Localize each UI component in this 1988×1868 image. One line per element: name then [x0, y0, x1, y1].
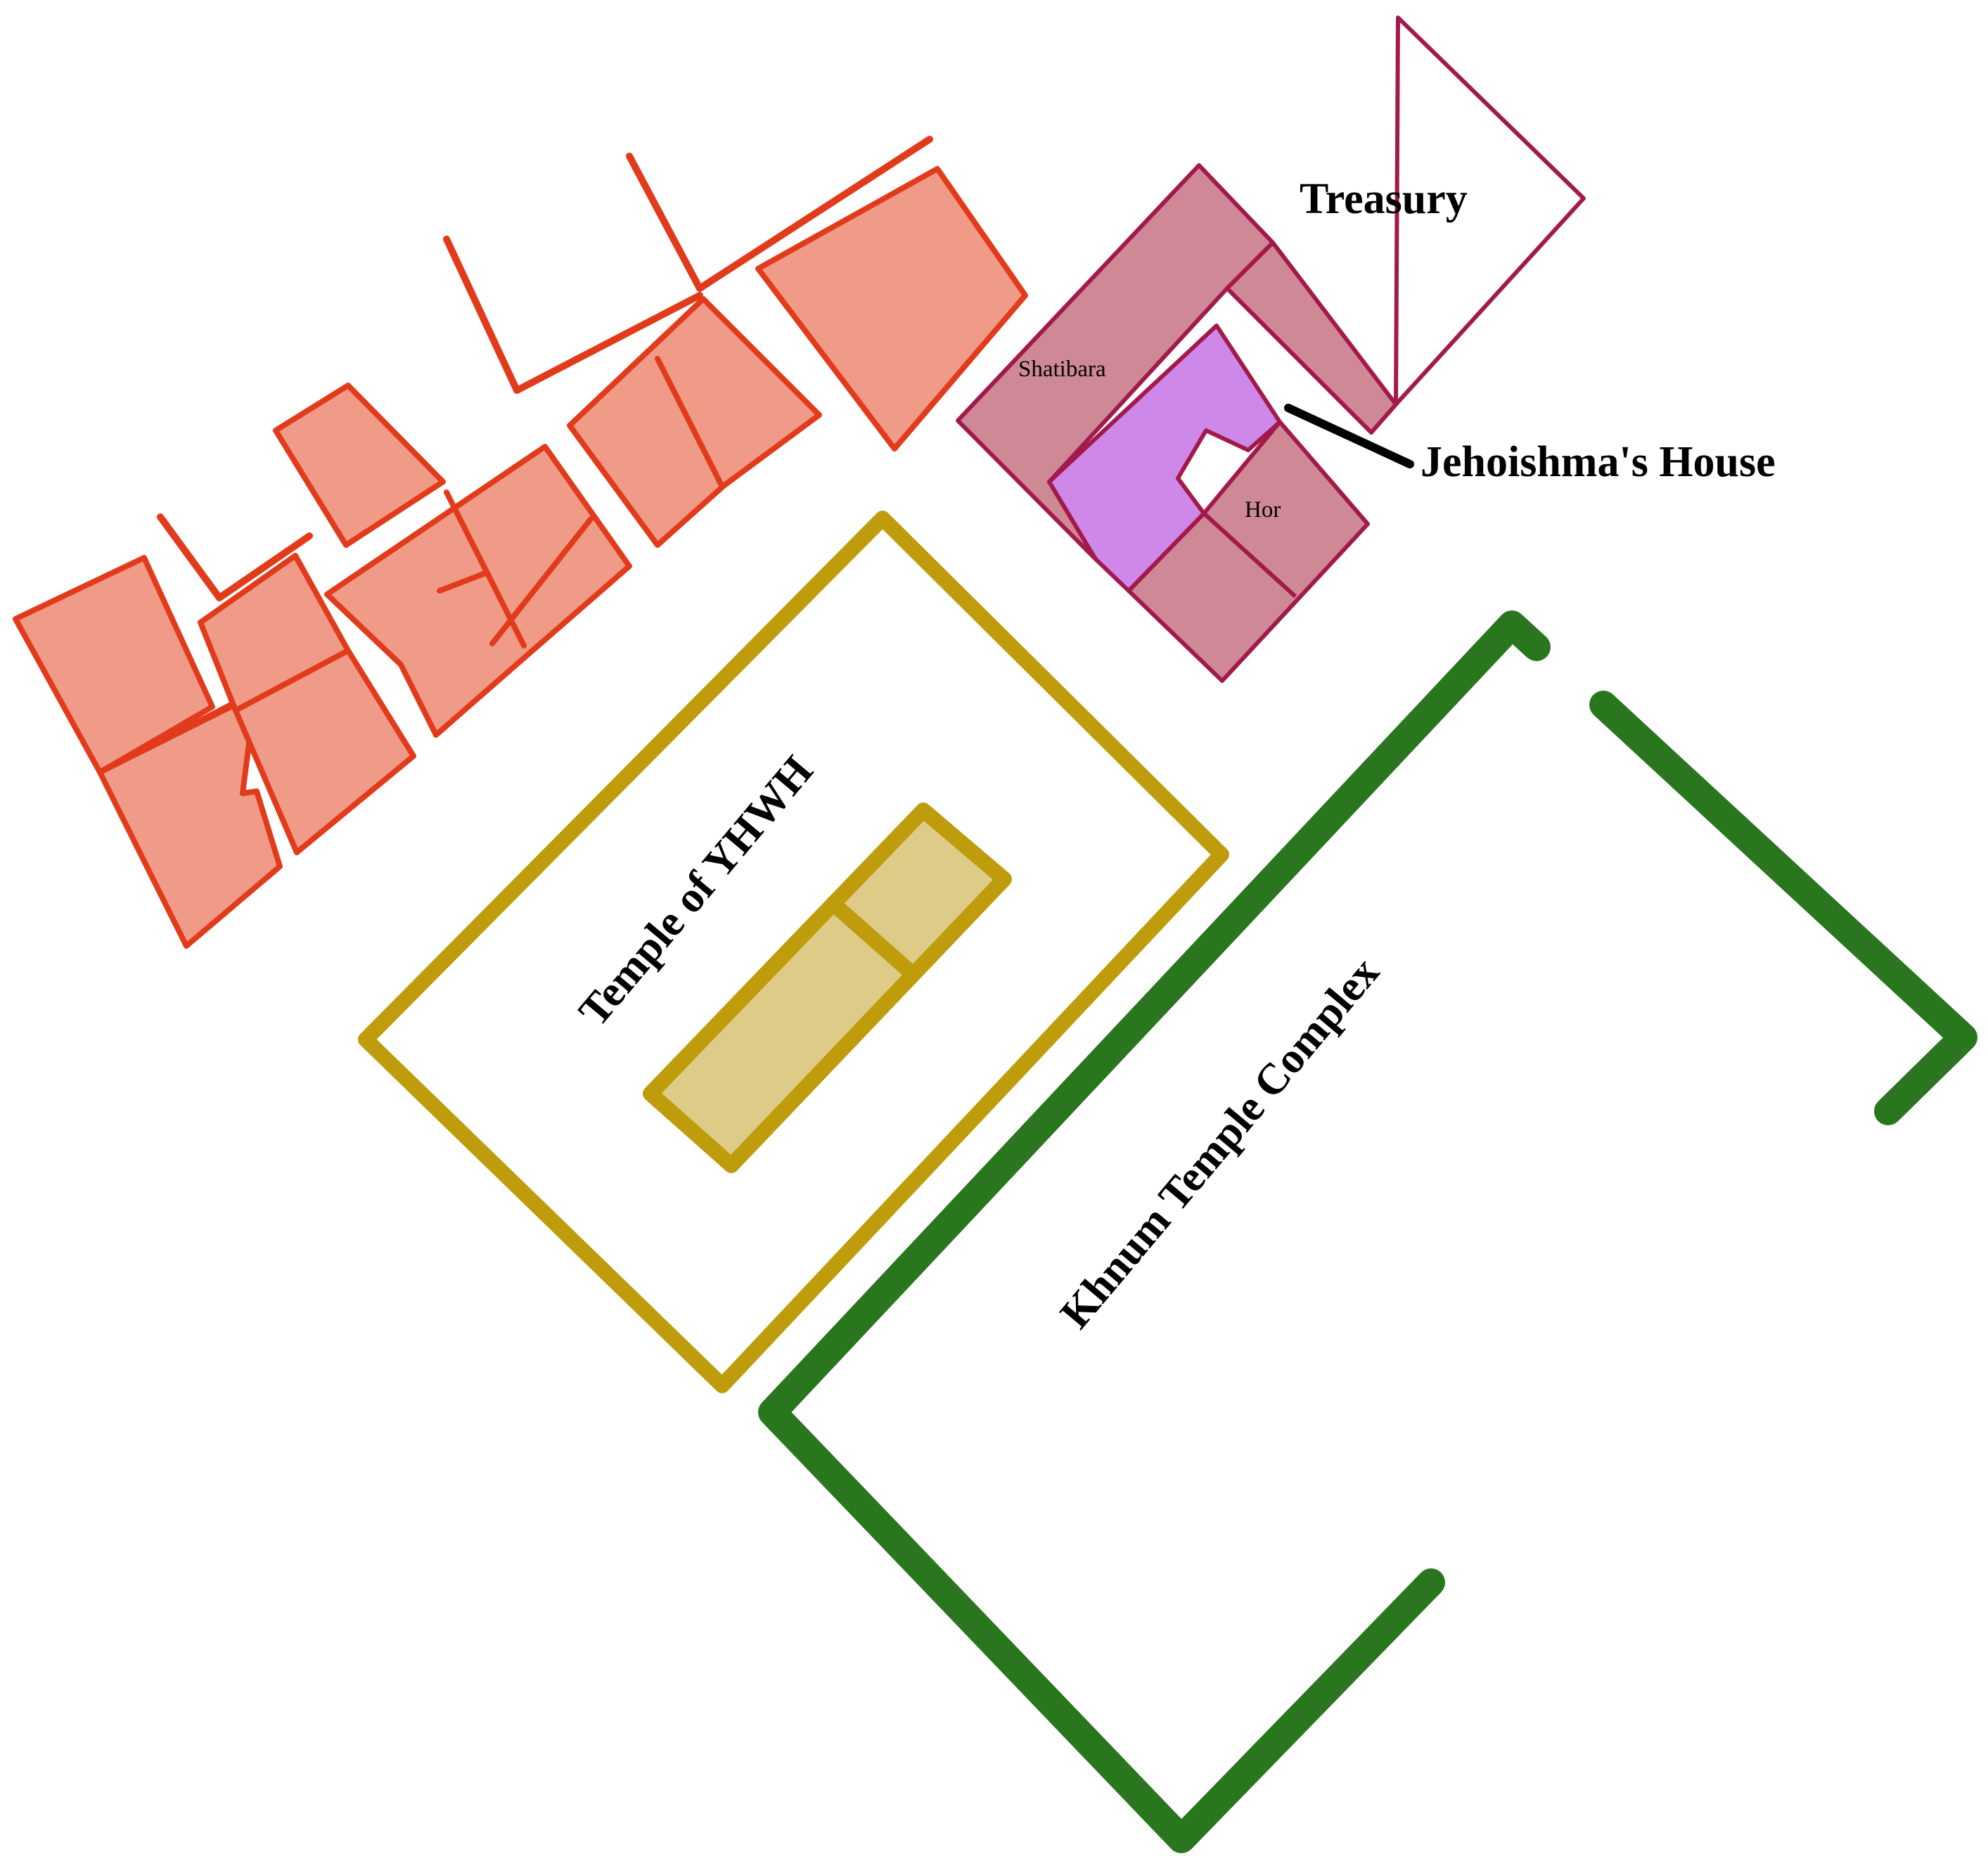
city-wall-north [443, 236, 703, 394]
house-block-mid [198, 553, 351, 713]
house-block-north-east [755, 166, 1028, 452]
khnum-wall-west [758, 610, 1551, 1853]
city-wall-west [157, 513, 313, 601]
temple-enclosure [358, 511, 1229, 1393]
jehoishma-pointer-line [1284, 404, 1414, 468]
house-block-far-west [13, 555, 215, 775]
treasury-wing [1225, 241, 1398, 435]
house-wall [437, 570, 488, 594]
temple-inner-wall [826, 896, 921, 982]
treasury-complex [956, 15, 1586, 683]
house-wall [655, 356, 724, 487]
house-block-north-middle [567, 296, 822, 548]
house-wall [97, 703, 236, 775]
treasury-outline [1394, 15, 1586, 407]
hor-house-wall [1202, 511, 1297, 599]
house-wall [489, 516, 594, 646]
jehoishma-house [1047, 324, 1282, 593]
city-wall-north [626, 136, 933, 292]
khnum-temple-complex [758, 610, 1977, 1853]
label-treasury: Treasury [1300, 175, 1468, 223]
label-hor: Hor [1245, 497, 1281, 523]
label-shatibara: Shatibara [1018, 357, 1106, 382]
khnum-wall-east [1589, 691, 1977, 1125]
label-jehoishmas-house: Jehoishma's House [1421, 438, 1776, 486]
temple-of-yhwh [358, 511, 1229, 1393]
label-khnum-temple-complex: Khnum Temple Complex [1051, 949, 1388, 1338]
house-block-central [324, 444, 632, 738]
temple-sanctuary [643, 802, 1012, 1173]
residential-houses [13, 136, 1028, 949]
house-block-tower [273, 383, 446, 548]
